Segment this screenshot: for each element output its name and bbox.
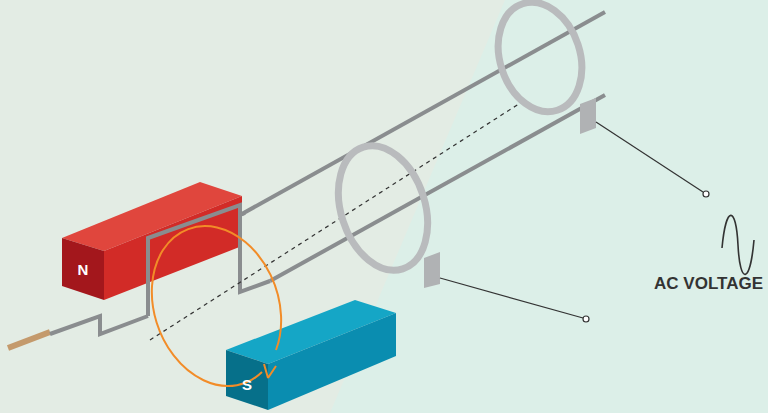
- magnet-pole-face: N: [63, 246, 103, 292]
- output-label: AC VOLTAGE: [654, 275, 763, 292]
- rotation-axis: [150, 100, 525, 340]
- magnet-pole-face: S: [227, 362, 267, 406]
- pole-letter: S: [242, 377, 252, 392]
- slip-ring-leads: [240, 12, 605, 281]
- south-magnet: [226, 300, 396, 410]
- sine-symbol: [722, 215, 754, 274]
- brushes: [424, 98, 596, 288]
- shaft: [8, 332, 50, 348]
- slip-rings: [323, 0, 595, 282]
- pole-letter: N: [78, 262, 89, 277]
- rotation-arrow: [152, 226, 281, 386]
- output-leads: [440, 122, 709, 322]
- coil-loop: [50, 205, 270, 334]
